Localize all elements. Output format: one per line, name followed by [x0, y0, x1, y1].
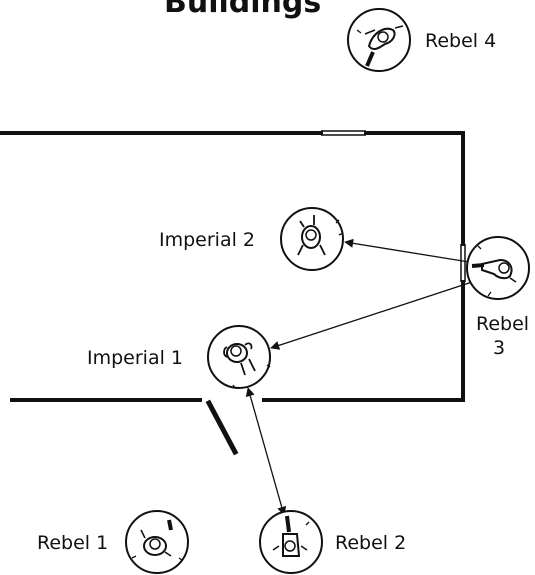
- los-rebel2-imperial1: [245, 387, 287, 516]
- rebel-1-figure: Rebel 1: [37, 510, 189, 574]
- rebel-figure-icon: [125, 510, 189, 574]
- rebel-2-label: Rebel 2: [335, 532, 406, 554]
- rebel-4-figure: Rebel 4: [347, 8, 496, 72]
- top-window: [320, 130, 367, 136]
- imperial-1-label: Imperial 1: [87, 347, 183, 369]
- building-walls: [0, 131, 465, 456]
- rebel-3-label-line2: 3: [493, 337, 505, 359]
- rebel-2-figure: Rebel 2: [259, 510, 406, 574]
- rebel-3-label-line1: Rebel: [476, 313, 529, 335]
- imperial-figure-icon: [207, 325, 271, 389]
- imperial-2-figure: Imperial 2: [159, 207, 344, 271]
- open-door: [205, 399, 239, 456]
- rebel-4-label: Rebel 4: [425, 30, 496, 52]
- rebel-figure-icon: [259, 510, 323, 574]
- page-title: Buildings: [164, 0, 321, 20]
- imperial-1-figure: Imperial 1: [87, 325, 271, 389]
- los-rebel3-imperial1: [270, 281, 473, 350]
- right-window: [460, 243, 466, 283]
- rebel-3-figure: Rebel 3: [466, 236, 530, 359]
- rebel-1-label: Rebel 1: [37, 532, 108, 554]
- imperial-figure-icon: [280, 207, 344, 271]
- rebel-figure-icon: [466, 236, 530, 300]
- los-rebel3-imperial2: [344, 238, 470, 263]
- rebel-figure-icon: [347, 8, 411, 72]
- lines-of-sight: [245, 238, 473, 516]
- imperial-2-label: Imperial 2: [159, 229, 255, 251]
